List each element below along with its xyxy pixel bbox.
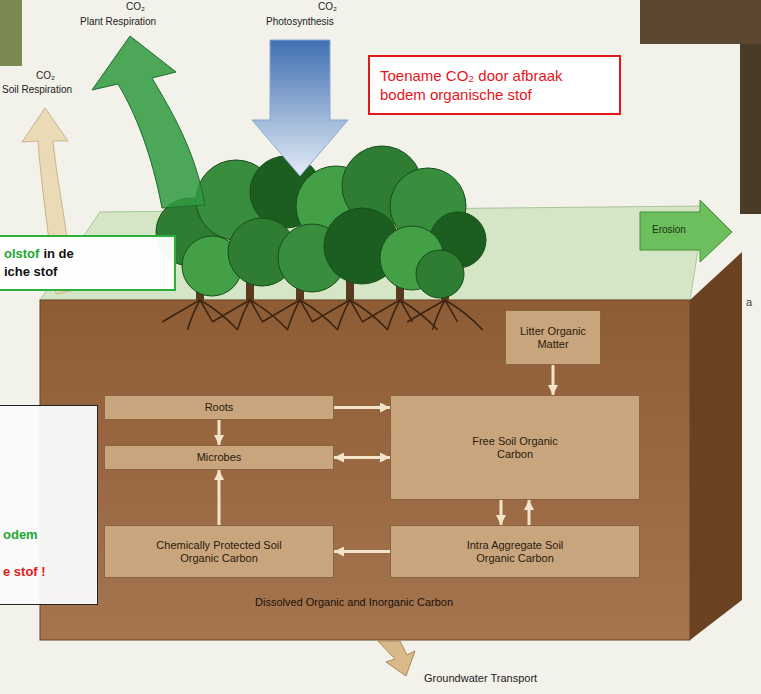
- box-text: e stof !: [3, 563, 91, 580]
- tree-root: [350, 300, 388, 330]
- flow-arrow: [528, 500, 531, 525]
- tree-root: [200, 300, 238, 330]
- callout-box: Toename CO₂ door afbraak bodem organisch…: [368, 55, 621, 115]
- box-text: Chemically Protected Soil Organic Carbon: [154, 539, 284, 565]
- box-text: Free Soil Organic Carbon: [460, 435, 570, 461]
- callout-box: odem e stof !: [0, 405, 98, 605]
- flow-arrow: [218, 420, 221, 445]
- pool-label: Dissolved Organic and Inorganic Carbon: [255, 596, 453, 608]
- photo-edge: [640, 0, 761, 44]
- flow-arrow: [334, 456, 390, 459]
- tree-root: [337, 300, 350, 330]
- flow-arrow: [334, 550, 390, 553]
- tree-root: [250, 300, 288, 330]
- box-text: Toename CO₂ door afbraak bodem organisch…: [380, 66, 609, 104]
- soil-side: [690, 252, 742, 640]
- box-text: Litter Organic Matter: [513, 325, 593, 351]
- tree-root: [432, 300, 445, 330]
- gas-label: CO₂: [318, 1, 337, 12]
- pool-box: Microbes: [104, 445, 334, 470]
- flow-arrow: [218, 470, 221, 525]
- box-text: odem: [3, 526, 91, 543]
- tree-root: [287, 300, 300, 330]
- soil-front: [40, 300, 690, 640]
- flux-label: Soil Respiration: [2, 84, 72, 95]
- box-text: in de: [43, 245, 73, 263]
- tree-crown: [416, 250, 464, 298]
- pool-box: Chemically Protected Soil Organic Carbon: [104, 525, 334, 578]
- photosynthesis-arrow: [252, 40, 348, 176]
- tree-root: [237, 300, 250, 330]
- box-text: Intra Aggregate Soil Organic Carbon: [460, 539, 570, 565]
- tree-root: [300, 300, 338, 330]
- photo-edge: [0, 0, 22, 66]
- pool-box: Litter Organic Matter: [505, 310, 601, 365]
- stray-letter: a: [746, 296, 752, 308]
- pool-box: Free Soil Organic Carbon: [390, 395, 640, 500]
- box-text: olstof: [4, 245, 39, 263]
- trees: [156, 146, 486, 330]
- callout-box: olstofin deiche stof: [0, 235, 176, 291]
- tree-root: [387, 300, 400, 330]
- pool-box: Intra Aggregate Soil Organic Carbon: [390, 525, 640, 578]
- flux-label: Erosion: [652, 224, 686, 235]
- gas-label: CO₂: [36, 70, 55, 81]
- flow-arrow: [552, 365, 555, 395]
- box-text: Microbes: [197, 451, 242, 464]
- tree-root: [445, 300, 483, 330]
- flow-arrow: [500, 500, 503, 525]
- pool-box: Roots: [104, 395, 334, 420]
- box-text: Roots: [205, 401, 234, 414]
- gas-label: CO₂: [126, 1, 145, 12]
- flow-arrow: [334, 406, 390, 409]
- flux-label: Plant Respiration: [80, 16, 156, 27]
- flux-label: Groundwater Transport: [424, 672, 537, 684]
- box-text: iche stof: [4, 263, 168, 281]
- groundwater-arrow: [378, 641, 415, 676]
- plant-respiration-arrow: [92, 36, 205, 208]
- flux-label: Photosynthesis: [266, 16, 334, 27]
- tree-root: [187, 300, 200, 330]
- photo-edge: [740, 44, 761, 214]
- erosion-arrow: [640, 200, 732, 262]
